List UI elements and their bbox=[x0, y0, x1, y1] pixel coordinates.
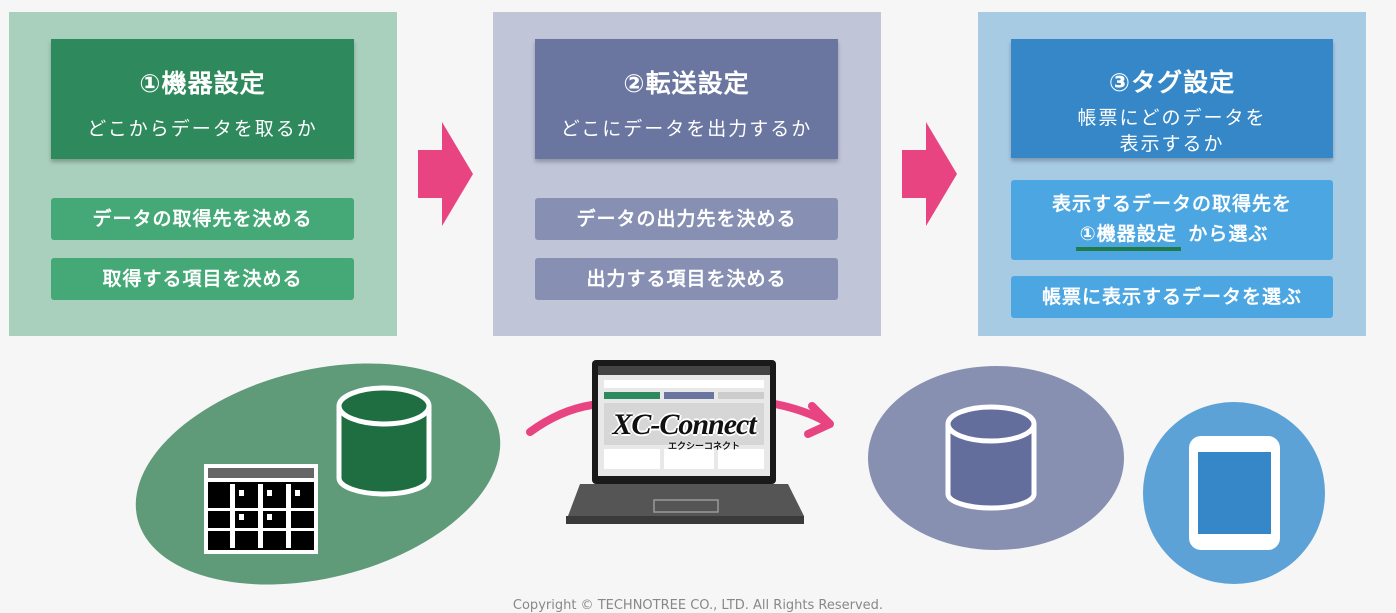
panel-header: ③タグ設定 帳票にどのデータを 表示するか bbox=[1011, 39, 1333, 158]
step-text-line2: ①機器設定 から選ぶ bbox=[1011, 219, 1333, 251]
step-text: 表示するデータの取得先を bbox=[1051, 193, 1292, 215]
step-item: 取得する項目を決める bbox=[51, 258, 354, 300]
laptop-icon bbox=[566, 360, 804, 524]
panel-device-settings: ①機器設定 どこからデータを取るか データの取得先を決める 取得する項目を決める bbox=[9, 12, 397, 336]
step-item: データの出力先を決める bbox=[535, 198, 838, 240]
panel-subtitle: 帳票にどのデータを 表示するか bbox=[1077, 107, 1267, 155]
database-icon bbox=[945, 404, 1037, 511]
logo-kana: エクシーコネクト bbox=[667, 441, 740, 451]
step-item: データの取得先を決める bbox=[51, 198, 354, 240]
xc-connect-logo: XC-Connect エクシーコネクト bbox=[600, 410, 768, 451]
database-icon bbox=[336, 385, 432, 497]
panel-title: ②転送設定 bbox=[623, 69, 750, 98]
panel-tag-settings: ③タグ設定 帳票にどのデータを 表示するか 表示するデータの取得先を ①機器設定… bbox=[978, 12, 1366, 336]
arrow-right-icon bbox=[418, 122, 473, 226]
panel-title: ①機器設定 bbox=[139, 69, 266, 98]
plc-icon bbox=[204, 464, 318, 554]
tablet-icon bbox=[1189, 436, 1280, 550]
device-settings-link[interactable]: ①機器設定 bbox=[1075, 221, 1181, 251]
step-item: 表示するデータの取得先を ①機器設定 から選ぶ bbox=[1011, 180, 1333, 260]
panel-subtitle: どこからデータを取るか bbox=[87, 118, 318, 140]
flow-arrow-right bbox=[771, 400, 834, 438]
panel-header: ①機器設定 どこからデータを取るか bbox=[51, 39, 354, 159]
panel-subtitle: どこにデータを出力するか bbox=[560, 118, 813, 140]
panel-transfer-settings: ②転送設定 どこにデータを出力するか データの出力先を決める 出力する項目を決め… bbox=[493, 12, 881, 336]
step-item: 出力する項目を決める bbox=[535, 258, 838, 300]
panel-header: ②転送設定 どこにデータを出力するか bbox=[535, 39, 838, 159]
copyright-text: Copyright © TECHNOTREE CO., LTD. All Rig… bbox=[512, 598, 884, 613]
logo-text: XC-Connect bbox=[612, 408, 756, 441]
flow-arrow-left bbox=[526, 401, 596, 436]
arrow-right-icon bbox=[902, 122, 957, 226]
step-text-suffix: から選ぶ bbox=[1180, 223, 1269, 245]
panel-title: ③タグ設定 bbox=[1108, 68, 1236, 97]
step-item: 帳票に表示するデータを選ぶ bbox=[1011, 276, 1333, 318]
